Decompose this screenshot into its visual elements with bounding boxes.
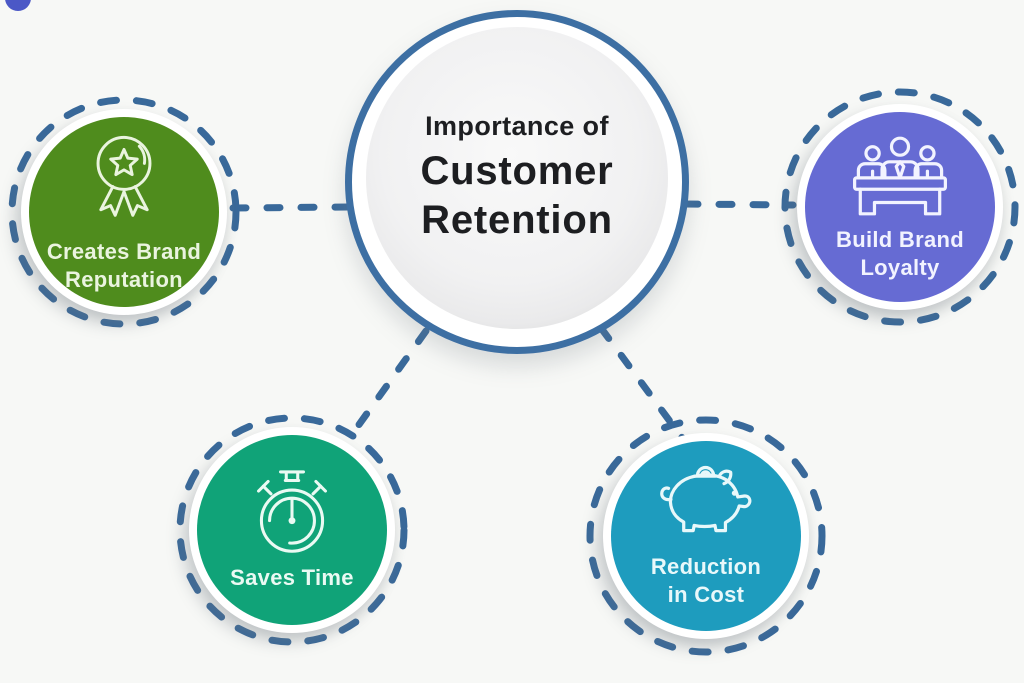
node-halo-build-brand-loyalty: Build Brand Loyalty (797, 104, 1003, 310)
node-label: Creates Brand Reputation (46, 238, 202, 292)
dashed-ring-creates-brand-reputation (8, 96, 240, 328)
node-halo-creates-brand-reputation: Creates Brand Reputation (21, 109, 227, 315)
dashed-ring-build-brand-loyalty (781, 88, 1019, 326)
connector-left (229, 203, 354, 212)
piggy-bank-icon (660, 465, 752, 533)
node-creates-brand-reputation: Creates Brand Reputation (29, 117, 219, 307)
connector-bottom-right (597, 324, 687, 443)
connector-bottom-left (349, 327, 430, 437)
award-ribbon-icon (96, 135, 152, 217)
node-build-brand-loyalty: Build Brand Loyalty (805, 112, 995, 302)
team-at-table-icon (853, 136, 947, 216)
node-reduction-in-cost: Reduction in Cost (611, 441, 801, 631)
node-label: Build Brand Loyalty (836, 226, 964, 280)
title-line-small: Importance of (425, 111, 609, 142)
node-halo-saves-time: Saves Time (189, 427, 395, 633)
node-halo-reduction-in-cost: Reduction in Cost (603, 433, 809, 639)
node-label: Reduction in Cost (650, 553, 762, 607)
dashed-ring-saves-time (176, 414, 408, 646)
node-saves-time: Saves Time (197, 435, 387, 625)
center-circle: Importance of Customer Retention (345, 10, 689, 354)
center-circle-inner: Importance of Customer Retention (366, 27, 668, 329)
stopwatch-icon (257, 470, 327, 553)
node-label: Saves Time (230, 564, 354, 590)
connector-right (681, 200, 797, 209)
title-line-big-1: Customer (420, 149, 614, 194)
corner-dot (5, 0, 31, 11)
dashed-ring-reduction-in-cost (586, 416, 826, 656)
title-line-big-2: Retention (421, 198, 613, 242)
